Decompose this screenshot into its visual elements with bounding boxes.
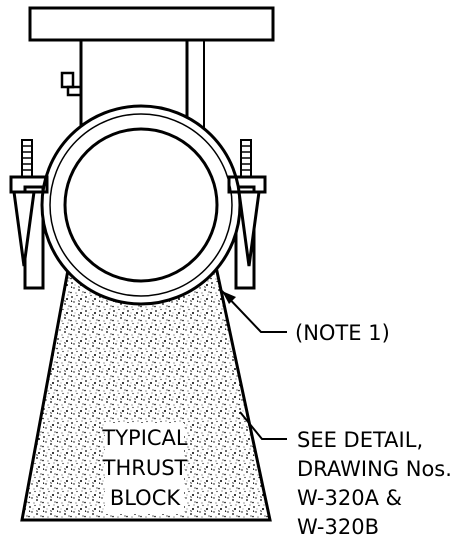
see-detail-line-3: W-320A & <box>297 486 402 510</box>
top-flange <box>28 6 275 42</box>
see-detail-label: SEE DETAIL, DRAWING Nos. W-320A & W-320B <box>297 428 452 539</box>
note-label: (NOTE 1) <box>295 321 390 345</box>
thrust-block-label: TYPICAL THRUST BLOCK <box>101 426 188 510</box>
thrust-block-line-3: BLOCK <box>110 486 182 510</box>
note-leader <box>221 290 287 333</box>
thrust-block-line-2: THRUST <box>102 456 188 480</box>
riser-lug <box>60 71 83 97</box>
thrust-block-line-1: TYPICAL <box>101 426 188 450</box>
see-detail-line-1: SEE DETAIL, <box>297 428 423 452</box>
see-detail-line-4: W-320B <box>297 515 379 539</box>
pipe-cross-section <box>40 104 242 306</box>
see-detail-line-2: DRAWING Nos. <box>297 457 452 481</box>
left-tie-rod <box>9 139 49 267</box>
detail-leader <box>239 411 287 440</box>
right-tie-rod <box>227 139 267 267</box>
